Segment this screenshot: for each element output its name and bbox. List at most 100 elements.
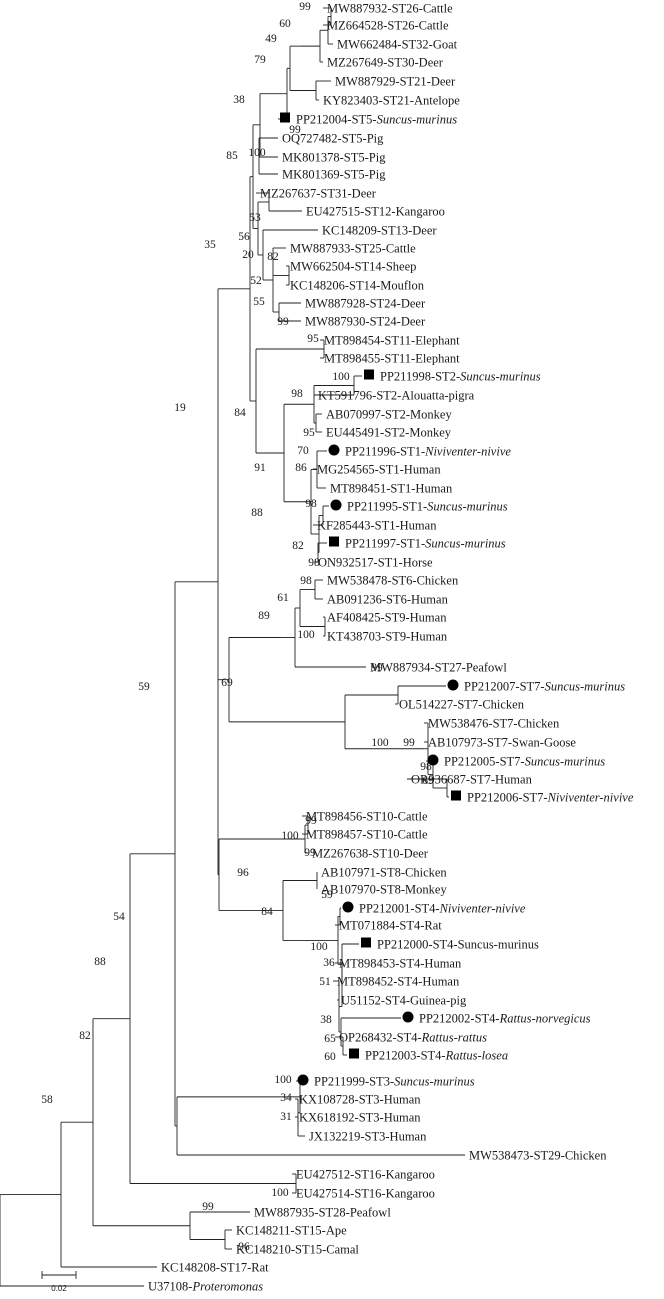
leaf-label-PP211996: PP211996-ST1-Niviventer-nivive [345, 445, 511, 459]
leaf-label-PP212001: PP212001-ST4-Niviventer-nivive [359, 902, 526, 916]
bootstrap-B59: 58 [41, 1094, 53, 1106]
square-marker-PP212004 [280, 112, 290, 123]
leaf-label-MT898457: MT898457-ST10-Cattle [306, 828, 428, 842]
bootstrap-B34: 69 [221, 677, 233, 689]
leaf-label-AF408425: AF408425-ST9-Human [327, 611, 447, 625]
bootstrap-B40: 99 [305, 815, 317, 827]
leaf-label-MW662484: MW662484-ST32-Goat [337, 38, 458, 52]
bootstrap-B58: 100 [271, 1187, 289, 1199]
leaf-label-AB091236: AB091236-ST6-Human [327, 593, 449, 607]
leaf-label-KY823403: KY823403-ST21-Antelope [323, 94, 460, 108]
bootstrap-B52: 54 [113, 911, 125, 923]
leaf-label-MZ267637: MZ267637-ST31-Deer [260, 187, 377, 201]
circle-marker-PP211996 [328, 444, 340, 456]
square-marker-PP212000 [361, 937, 371, 948]
bootstrap-B50: 65 [324, 1033, 336, 1045]
leaf-label-KC148210: KC148210-ST15-Camal [236, 1243, 359, 1257]
leaf-label-U51152: U51152-ST4-Guinea-pig [341, 994, 467, 1008]
bootstrap-B3: 79 [254, 54, 266, 66]
leaf-label-MW887928: MW887928-ST24-Deer [305, 297, 426, 311]
leaf-label-MW887935: MW887935-ST28-Peafowl [254, 1206, 391, 1220]
leaf-label-MW538476: MW538476-ST7-Chicken [428, 717, 560, 731]
leaf-label-JX132219: JX132219-ST3-Human [309, 1130, 427, 1144]
bootstrap-B45: 84 [261, 906, 273, 918]
leaf-label-KT591796: KT591796-ST2-Alouatta-pigra [318, 389, 475, 403]
bootstrap-B6: 85 [226, 150, 238, 162]
leaf-label-ON932517: ON932517-ST1-Horse [318, 556, 433, 570]
bootstrap-B60: 99 [202, 1201, 214, 1213]
leaf-label-KT438703: KT438703-ST9-Human [327, 630, 448, 644]
bootstrap-B56: 31 [280, 1111, 292, 1123]
leaf-label-MZ267638: MZ267638-ST10-Deer [312, 847, 429, 861]
leaf-label-MW887934: MW887934-ST27-Peafowl [370, 661, 507, 675]
bootstrap-B29: 98 [300, 575, 312, 587]
bootstrap-B9: 56 [238, 231, 250, 243]
leaf-label-MZ664528: MZ664528-ST26-Cattle [327, 19, 449, 33]
leaf-labels: MW887932-ST26-CattleMZ664528-ST26-Cattle… [148, 2, 634, 1294]
square-marker-PP212003 [349, 1048, 359, 1059]
bootstrap-B0: 99 [299, 1, 311, 13]
bootstrap-B35: 99 [371, 662, 383, 674]
leaf-label-EU427512: EU427512-ST16-Kangaroo [296, 1168, 435, 1182]
leaf-label-EU427514: EU427514-ST16-Kangaroo [296, 1187, 435, 1201]
leaf-label-MT071884: MT071884-ST4-Rat [339, 919, 442, 933]
bootstrap-B32: 100 [297, 629, 315, 641]
bootstrap-B19: 95 [303, 427, 315, 439]
leaf-label-AB107970: AB107970-ST8-Monkey [321, 883, 447, 897]
leaf-label-MT898453: MT898453-ST4-Human [339, 957, 462, 971]
bootstrap-B41: 100 [281, 830, 299, 842]
bootstrap-B44: 59 [321, 889, 333, 901]
leaf-label-MT898451: MT898451-ST1-Human [330, 482, 453, 496]
circle-marker-PP212002 [402, 1011, 414, 1023]
bootstrap-B17: 100 [332, 371, 350, 383]
bootstrap-B38: 98 [420, 761, 432, 773]
bootstrap-B12: 52 [250, 275, 262, 287]
bootstrap-B21: 70 [297, 445, 309, 457]
leaf-label-KC148209: KC148209-ST13-Deer [322, 224, 437, 238]
bootstrap-B24: 98 [305, 498, 317, 510]
leaf-label-KX618192: KX618192-ST3-Human [299, 1111, 421, 1125]
bootstrap-B11: 20 [242, 249, 254, 261]
bootstrap-B36: 100 [371, 737, 389, 749]
leaf-label-EU445491: EU445491-ST2-Monkey [326, 426, 452, 440]
bootstrap-B39: 69 [422, 775, 434, 787]
circle-marker-PP211999 [297, 1074, 309, 1086]
leaf-label-MW887930: MW887930-ST24-Deer [305, 315, 426, 329]
bootstrap-B4: 38 [233, 94, 245, 106]
leaf-markers [280, 112, 461, 1086]
bootstrap-B49: 38 [320, 1014, 332, 1026]
leaf-label-MW662504: MW662504-ST14-Sheep [290, 260, 416, 274]
bootstrap-B27: 98 [308, 557, 320, 569]
leaf-label-EU427515: EU427515-ST12-Kangaroo [306, 205, 445, 219]
bootstrap-B55: 34 [280, 1092, 292, 1104]
leaf-label-PP212000: PP212000-ST4-Suncus-murinus [377, 938, 539, 952]
leaf-label-PP212006: PP212006-ST7-Niviventer-nivive [467, 791, 634, 805]
leaf-label-MT898454: MT898454-ST11-Elephant [324, 334, 460, 348]
bootstrap-B23: 91 [254, 462, 266, 474]
bootstrap-B53: 88 [94, 956, 106, 968]
leaf-label-KC148211: KC148211-ST15-Ape [236, 1224, 347, 1238]
leaf-label-MG254565: MG254565-ST1-Human [317, 463, 441, 477]
bootstrap-B43: 96 [237, 867, 249, 879]
bootstrap-B20: 84 [234, 407, 246, 419]
leaf-label-AB070997: AB070997-ST2-Monkey [326, 408, 452, 422]
circle-marker-PP212005 [427, 754, 439, 766]
bootstrap-B51: 60 [324, 1051, 336, 1063]
circle-marker-PP212001 [342, 901, 354, 913]
bootstrap-B33: 59 [138, 681, 150, 693]
leaf-label-KC148208: KC148208-ST17-Rat [161, 1261, 269, 1275]
leaf-label-PP212003: PP212003-ST4-Rattus-losea [365, 1049, 508, 1063]
square-marker-PP211998 [364, 369, 374, 380]
leaf-label-MT898456: MT898456-ST10-Cattle [306, 810, 428, 824]
bootstrap-B57: 82 [79, 1030, 91, 1042]
bootstrap-B61: 96 [238, 1241, 250, 1253]
scale-bar: 0.02 [41, 1271, 77, 1293]
leaf-label-PP212007: PP212007-ST7-Suncus-murinus [464, 680, 625, 694]
leaf-label-PP212004: PP212004-ST5-Suncus-murinus [296, 113, 457, 127]
leaf-label-MW538473: MW538473-ST29-Chicken [469, 1149, 607, 1163]
bootstrap-B47: 36 [323, 957, 335, 969]
bootstrap-B25: 88 [251, 507, 263, 519]
leaf-label-MW887929: MW887929-ST21-Deer [335, 75, 456, 89]
bootstrap-B2: 49 [265, 33, 277, 45]
leaf-label-MK801369: MK801369-ST5-Pig [282, 168, 386, 182]
